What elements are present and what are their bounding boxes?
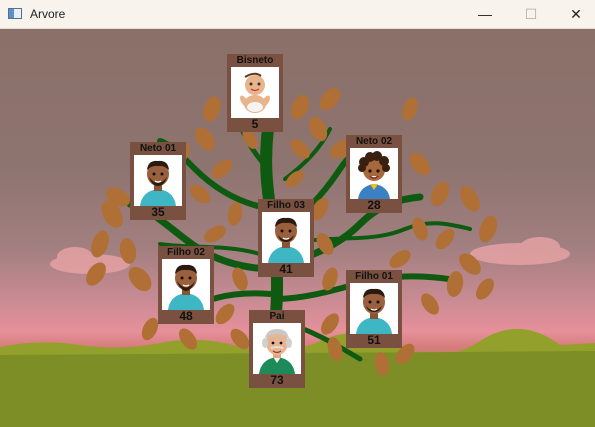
member-name: Filho 03 bbox=[267, 200, 305, 211]
man-avatar-icon bbox=[134, 155, 182, 206]
member-name: Neto 01 bbox=[139, 143, 177, 154]
member-age: 73 bbox=[270, 373, 284, 387]
boy-avatar-icon bbox=[350, 148, 398, 199]
man-avatar-icon bbox=[350, 283, 398, 334]
member-age: 51 bbox=[367, 333, 381, 347]
member-card-neto-01[interactable]: Neto 01 35 bbox=[130, 142, 186, 220]
man-avatar-icon bbox=[162, 259, 210, 310]
member-card-filho-02[interactable]: Filho 02 48 bbox=[158, 246, 214, 324]
man-avatar-icon bbox=[262, 212, 310, 263]
baby-avatar-icon bbox=[231, 67, 279, 118]
member-card-filho-03[interactable]: Filho 03 41 bbox=[258, 199, 314, 277]
member-age: 35 bbox=[151, 205, 165, 219]
member-name: Neto 02 bbox=[355, 136, 393, 147]
member-name: Filho 01 bbox=[355, 271, 393, 282]
minimize-button[interactable]: — bbox=[478, 6, 492, 22]
member-name: Pai bbox=[269, 311, 285, 322]
member-card-neto-02[interactable]: Neto 02 28 bbox=[346, 135, 402, 213]
member-age: 41 bbox=[279, 262, 293, 276]
window-title: Arvore bbox=[30, 7, 66, 21]
old-man-avatar-icon bbox=[253, 323, 301, 374]
maximize-button[interactable]: ☐ bbox=[524, 5, 538, 22]
member-age: 28 bbox=[367, 198, 381, 212]
app-window-icon bbox=[8, 8, 22, 19]
family-tree-scene: Bisneto 5 Neto 01 bbox=[0, 29, 595, 427]
title-bar: Arvore — ☐ ✕ bbox=[0, 0, 595, 29]
member-card-bisneto[interactable]: Bisneto 5 bbox=[227, 54, 283, 132]
member-name: Bisneto bbox=[236, 55, 274, 66]
member-age: 5 bbox=[251, 117, 259, 131]
member-age: 48 bbox=[179, 309, 193, 323]
close-button[interactable]: ✕ bbox=[570, 5, 582, 22]
member-card-pai[interactable]: Pai 73 bbox=[249, 310, 305, 388]
member-name: Filho 02 bbox=[167, 247, 205, 258]
member-card-filho-01[interactable]: Filho 01 51 bbox=[346, 270, 402, 348]
